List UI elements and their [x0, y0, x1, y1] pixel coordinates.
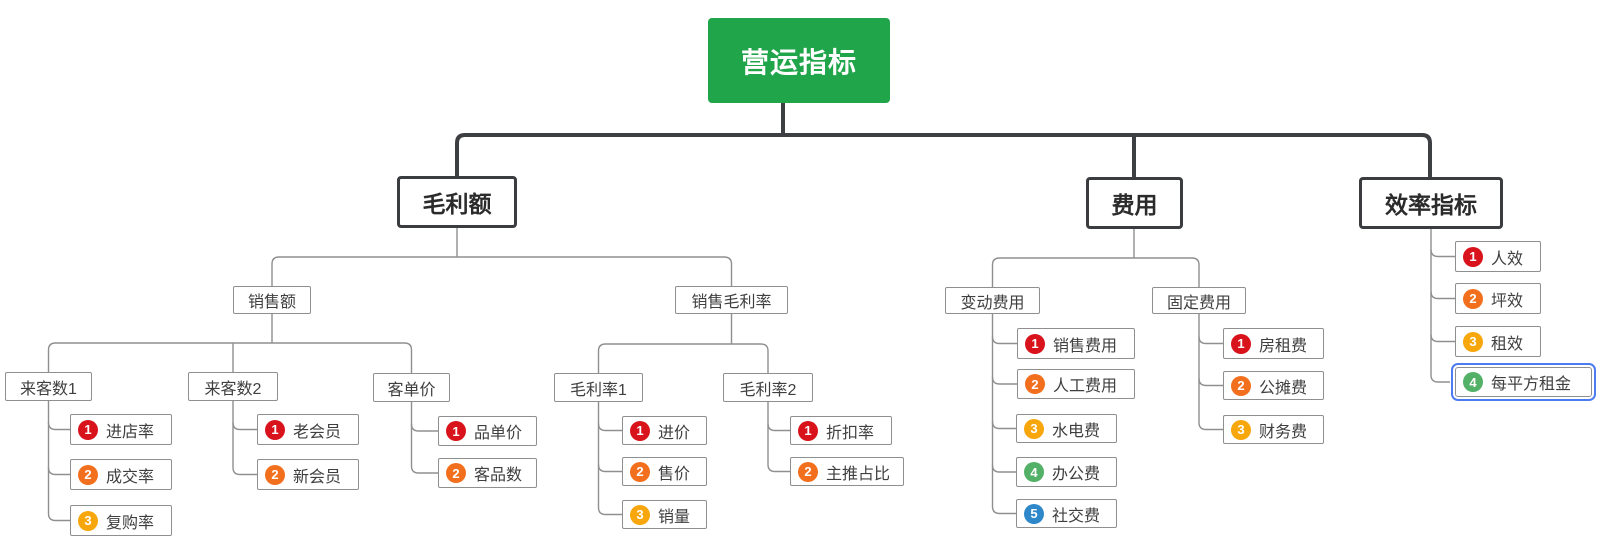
badge-number: 3: [1463, 331, 1483, 352]
badge-number: 1: [1231, 333, 1251, 354]
node-label: 办公费: [1052, 466, 1101, 483]
node-efficiency-indicators[interactable]: 效率指标: [1359, 177, 1503, 229]
badge-number: 2: [798, 461, 818, 482]
node-label: 折扣率: [826, 424, 875, 442]
badge-number: 1: [798, 420, 818, 441]
node-discount-rate[interactable]: 1 折扣率: [790, 416, 892, 445]
node-label: 租效: [1491, 335, 1524, 353]
node-label: 销量: [658, 508, 691, 526]
node-label: 房租费: [1259, 337, 1308, 355]
node-label: 客品数: [474, 467, 523, 484]
node-label: 进价: [658, 424, 691, 442]
node-selling-expense[interactable]: 1 销售费用: [1017, 328, 1135, 359]
node-utilities-expense[interactable]: 3 水电费: [1016, 414, 1117, 443]
node-purchase-price[interactable]: 1 进价: [622, 416, 707, 445]
node-social-expense[interactable]: 5 社交费: [1016, 499, 1117, 528]
node-label: 社交费: [1052, 507, 1101, 525]
node-label: 人工费用: [1053, 378, 1118, 395]
node-item-price[interactable]: 1 品单价: [438, 416, 537, 446]
node-rent-efficiency[interactable]: 3 租效: [1455, 326, 1541, 357]
node-label: 公摊费: [1259, 379, 1308, 397]
node-customer-count-1[interactable]: 来客数1: [5, 372, 92, 401]
node-gross-margin-1[interactable]: 毛利率1: [554, 373, 643, 402]
node-old-members[interactable]: 1 老会员: [257, 414, 359, 445]
badge-number: 2: [265, 464, 285, 485]
node-label: 水电费: [1052, 422, 1101, 440]
node-label: 来客数1: [20, 380, 77, 398]
node-label: 变动费用: [960, 294, 1025, 312]
badge-number: 2: [1231, 375, 1251, 396]
badge-number: 3: [1024, 418, 1044, 439]
node-conversion-rate[interactable]: 2 成交率: [70, 459, 172, 490]
node-rent-expense[interactable]: 1 房租费: [1223, 328, 1324, 359]
node-label: 费用: [1111, 192, 1158, 218]
node-label: 来客数2: [204, 380, 262, 398]
badge-number: 1: [1025, 333, 1045, 354]
node-labor-efficiency[interactable]: 1 人效: [1455, 241, 1541, 272]
badge-number: 1: [78, 419, 98, 440]
badge-number: 1: [446, 421, 466, 441]
node-label: 销售毛利率: [691, 294, 772, 311]
node-office-expense[interactable]: 4 办公费: [1016, 457, 1117, 487]
node-sales-volume[interactable]: 3 销量: [622, 500, 707, 529]
node-items-per-customer[interactable]: 2 客品数: [438, 458, 537, 488]
node-variable-expenses[interactable]: 变动费用: [945, 287, 1040, 314]
node-label: 售价: [658, 465, 691, 483]
node-label: 品单价: [474, 425, 523, 442]
node-featured-share[interactable]: 2 主推占比: [790, 457, 904, 486]
badge-number: 3: [78, 510, 98, 531]
node-selling-price[interactable]: 2 售价: [622, 457, 707, 486]
node-entry-rate[interactable]: 1 进店率: [70, 414, 172, 445]
node-label: 每平方租金: [1491, 376, 1572, 393]
node-expenses[interactable]: 费用: [1086, 177, 1183, 229]
node-new-members[interactable]: 2 新会员: [257, 459, 359, 490]
badge-number: 1: [630, 420, 650, 441]
node-repurchase-rate[interactable]: 3 复购率: [70, 505, 172, 536]
node-finance-expense[interactable]: 3 财务费: [1223, 415, 1324, 444]
node-label: 销售额: [247, 294, 296, 311]
node-operating-indicators[interactable]: 营运指标: [708, 18, 890, 103]
node-sales[interactable]: 销售额: [233, 286, 311, 314]
node-label: 客单价: [387, 381, 436, 399]
badge-number: 4: [1463, 372, 1483, 392]
badge-number: 3: [630, 504, 650, 525]
node-sales-gross-margin[interactable]: 销售毛利率: [675, 286, 788, 314]
badge-number: 5: [1024, 503, 1044, 524]
badge-number: 2: [1463, 288, 1483, 309]
node-label: 销售费用: [1053, 337, 1118, 355]
badge-number: 1: [265, 419, 285, 440]
node-label: 复购率: [106, 514, 155, 532]
node-label: 坪效: [1491, 292, 1524, 310]
node-label: 毛利额: [422, 191, 492, 217]
node-label: 人效: [1491, 250, 1524, 268]
node-customer-count-2[interactable]: 来客数2: [188, 372, 278, 401]
node-gross-profit[interactable]: 毛利额: [397, 176, 517, 228]
node-rent-per-sqm[interactable]: 4 每平方租金: [1451, 363, 1596, 401]
node-avg-transaction-value[interactable]: 客单价: [373, 373, 450, 402]
badge-number: 2: [1025, 374, 1045, 394]
node-space-efficiency[interactable]: 2 坪效: [1455, 283, 1541, 314]
node-shared-area-expense[interactable]: 2 公摊费: [1223, 371, 1324, 400]
node-label: 毛利率2: [739, 381, 797, 399]
badge-number: 1: [1463, 246, 1483, 267]
node-label: 毛利率1: [570, 381, 627, 399]
badge-number: 2: [630, 461, 650, 482]
node-label: 固定费用: [1166, 294, 1231, 312]
badge-number: 2: [78, 464, 98, 485]
node-label: 进店率: [106, 423, 155, 441]
node-label: 效率指标: [1385, 192, 1477, 218]
node-labor-expense[interactable]: 2 人工费用: [1017, 369, 1135, 399]
node-fixed-expenses[interactable]: 固定费用: [1152, 287, 1246, 314]
node-label: 营运指标: [740, 46, 857, 78]
node-label: 新会员: [293, 468, 342, 486]
badge-number: 4: [1024, 462, 1044, 482]
badge-number: 2: [446, 463, 466, 483]
badge-number: 3: [1231, 419, 1251, 440]
node-label: 成交率: [106, 468, 155, 486]
node-label: 财务费: [1259, 423, 1308, 441]
node-label: 主推占比: [826, 465, 891, 483]
node-gross-margin-2[interactable]: 毛利率2: [723, 373, 813, 402]
node-label: 老会员: [293, 423, 342, 441]
